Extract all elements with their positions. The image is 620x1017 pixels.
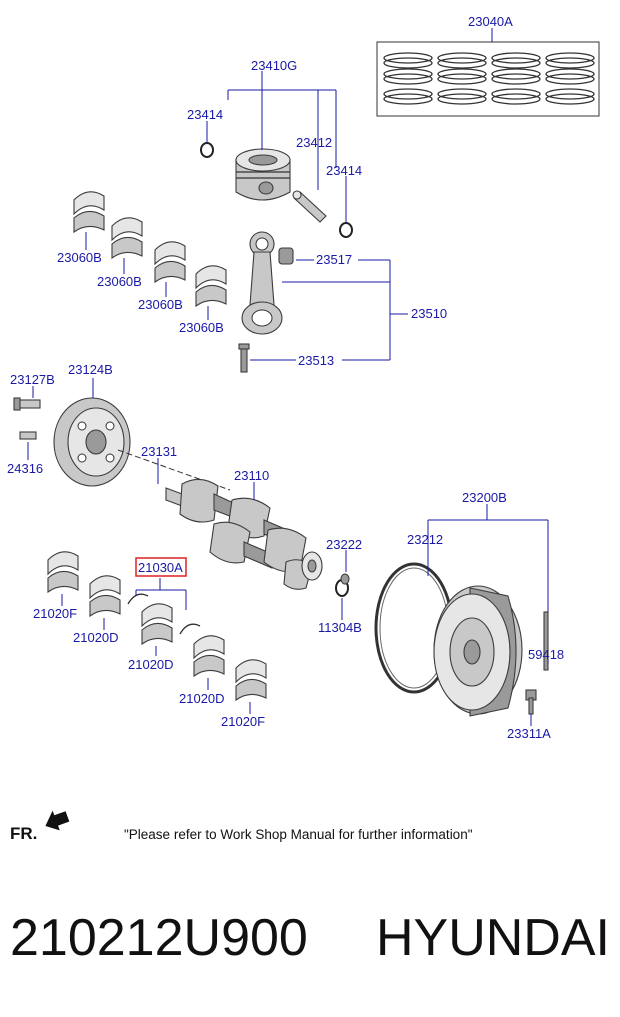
label-piston-assy[interactable]: 23410G [251,58,297,73]
main-bearings [47,551,267,702]
label-main-bearing-set[interactable]: 21030A [138,560,183,575]
label-dowel-pin[interactable]: 59418 [528,647,564,662]
connecting-rod [238,231,294,373]
label-pulley-washer[interactable]: 24316 [7,461,43,476]
label-conrod-bushing[interactable]: 23517 [316,252,352,267]
label-conrod-bearing-4[interactable]: 23060B [179,320,224,335]
label-flywheel-assy[interactable]: 23200B [462,490,507,505]
part-number: 210212U900 [10,909,308,967]
label-conrod-bolt[interactable]: 23513 [298,353,334,368]
front-label: FR. [10,824,38,843]
label-conrod-bearing-2[interactable]: 23060B [97,274,142,289]
label-oil-seal[interactable]: 11304B [318,620,362,635]
label-flywheel-bolt[interactable]: 23311A [507,726,551,741]
label-main-bearing-f1[interactable]: 21020F [33,606,77,621]
label-conrod-bearing-3[interactable]: 23060B [138,297,183,312]
flywheel [374,562,549,717]
workshop-note: "Please refer to Work Shop Manual for fu… [124,827,473,842]
label-key[interactable]: 23131 [141,444,177,459]
label-pulley-bolt[interactable]: 23127B [10,372,55,387]
label-snap-ring-right[interactable]: 23414 [326,163,362,178]
label-main-bearing-d1[interactable]: 21020D [73,630,119,645]
label-snap-ring-left[interactable]: 23414 [187,107,223,122]
highlight-box [135,557,187,577]
label-main-bearing-d2[interactable]: 21020D [128,657,174,672]
label-pilot-bushing[interactable]: 23222 [326,537,362,552]
label-main-bearing-f2[interactable]: 21020F [221,714,265,729]
damper-pulley [13,397,131,487]
brand-name: HYUNDAI [375,909,610,967]
crankshaft [165,478,350,597]
label-piston-pin[interactable]: 23412 [296,135,332,150]
label-conrod-assy[interactable]: 23510 [411,306,447,321]
front-arrow-icon [45,810,70,831]
label-piston-ring-set[interactable]: 23040A [468,14,513,29]
caption: 210212U900 HYUNDAI [10,908,610,968]
parts-diagram: 23040A 23410G 23414 23412 23414 [7,14,600,831]
label-ring-gear[interactable]: 23212 [407,532,443,547]
label-crankshaft[interactable]: 23110 [234,468,269,483]
piston-assembly [200,142,353,238]
label-conrod-bearing-1[interactable]: 23060B [57,250,102,265]
conrod-bearings [73,191,227,308]
piston-ring-set [376,28,600,117]
label-damper-pulley[interactable]: 23124B [68,362,113,377]
label-main-bearing-d3[interactable]: 21020D [179,691,225,706]
